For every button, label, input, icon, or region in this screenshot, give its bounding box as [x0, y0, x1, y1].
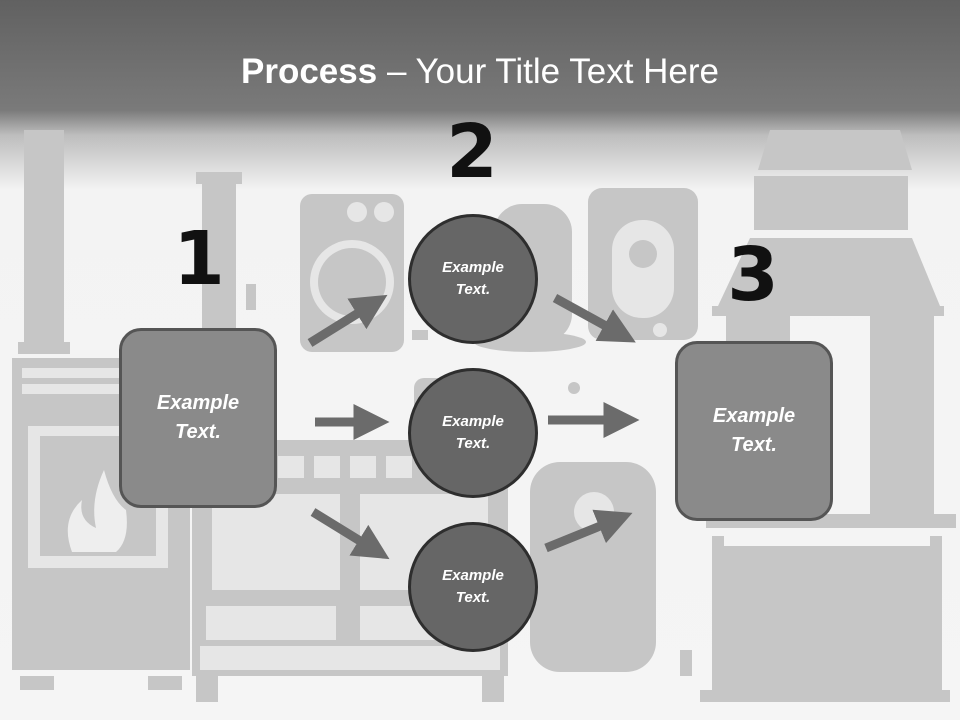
circle-3-text: Example Text.	[442, 566, 504, 607]
step-box-1-text: Example Text.	[156, 392, 240, 443]
step-box-1: Example Text.	[119, 328, 277, 508]
circle-2-text: Example Text.	[442, 412, 504, 453]
circle-1: Example Text.	[408, 214, 538, 344]
slide-title: Process – Your Title Text Here	[0, 52, 960, 92]
circle-1-text: Example Text.	[442, 258, 504, 299]
step-number-1: 1	[173, 216, 225, 302]
step-box-3: Example Text.	[675, 341, 833, 521]
plug-icon	[680, 536, 950, 702]
title-rest: – Your Title Text Here	[377, 52, 719, 91]
circle-2: Example Text.	[408, 368, 538, 498]
title-bold: Process	[241, 52, 378, 91]
step-number-3: 3	[727, 232, 779, 318]
circle-3: Example Text.	[408, 522, 538, 652]
step-box-3-text: Example Text.	[712, 405, 796, 456]
step-number-2: 2	[446, 109, 498, 195]
heater-icon	[246, 194, 428, 352]
